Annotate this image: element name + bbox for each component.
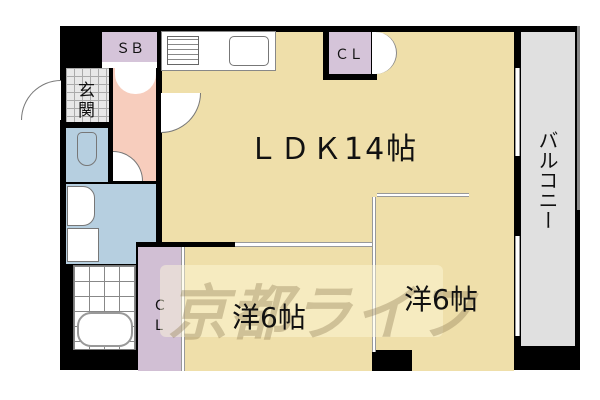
balcony-label: バルコニー (535, 130, 559, 230)
entrance-label-1: 玄 (78, 81, 95, 101)
watermark-text: 京都ライフ (168, 279, 478, 349)
closet-western (138, 247, 182, 371)
sink-icon (229, 36, 269, 66)
room-ldk-label: ＬＤＫ14帖 (248, 132, 419, 167)
bathtub-icon (77, 312, 133, 347)
closet-western-door[interactable] (181, 247, 185, 371)
room-western-left-label: 洋6帖 (232, 301, 306, 334)
closet-ldk-label: ＣＬ (335, 47, 363, 63)
partition-western-rooms[interactable] (372, 197, 376, 352)
storage-sb-strip (102, 62, 157, 68)
room-western-right (376, 197, 514, 371)
partition-ldk-western-left[interactable] (235, 242, 375, 247)
stove-icon (167, 36, 199, 65)
closet-western-label-c: C (155, 298, 165, 314)
watermark (160, 265, 443, 337)
entrance (66, 68, 109, 122)
partition-ldk-western-right[interactable] (377, 193, 469, 197)
toilet-icon (77, 132, 97, 166)
washbasin-icon (67, 186, 95, 226)
ldk-window (515, 68, 520, 156)
room-western-left (185, 247, 372, 371)
room-western-right-bottom-wall (372, 350, 412, 371)
closet-western-label-l: L (155, 318, 163, 334)
entrance-door[interactable] (21, 80, 61, 120)
western-right-window[interactable] (515, 236, 520, 336)
room-western-right-label: 洋6帖 (404, 283, 478, 316)
entrance-label-2: 関 (78, 101, 95, 121)
exterior-wall-right (577, 26, 580, 210)
storage-sb (102, 32, 157, 62)
storage-sb-label: ＳＢ (116, 41, 144, 57)
closet-ldk (329, 32, 371, 74)
washing-machine-icon (67, 228, 99, 262)
balcony (521, 32, 575, 346)
